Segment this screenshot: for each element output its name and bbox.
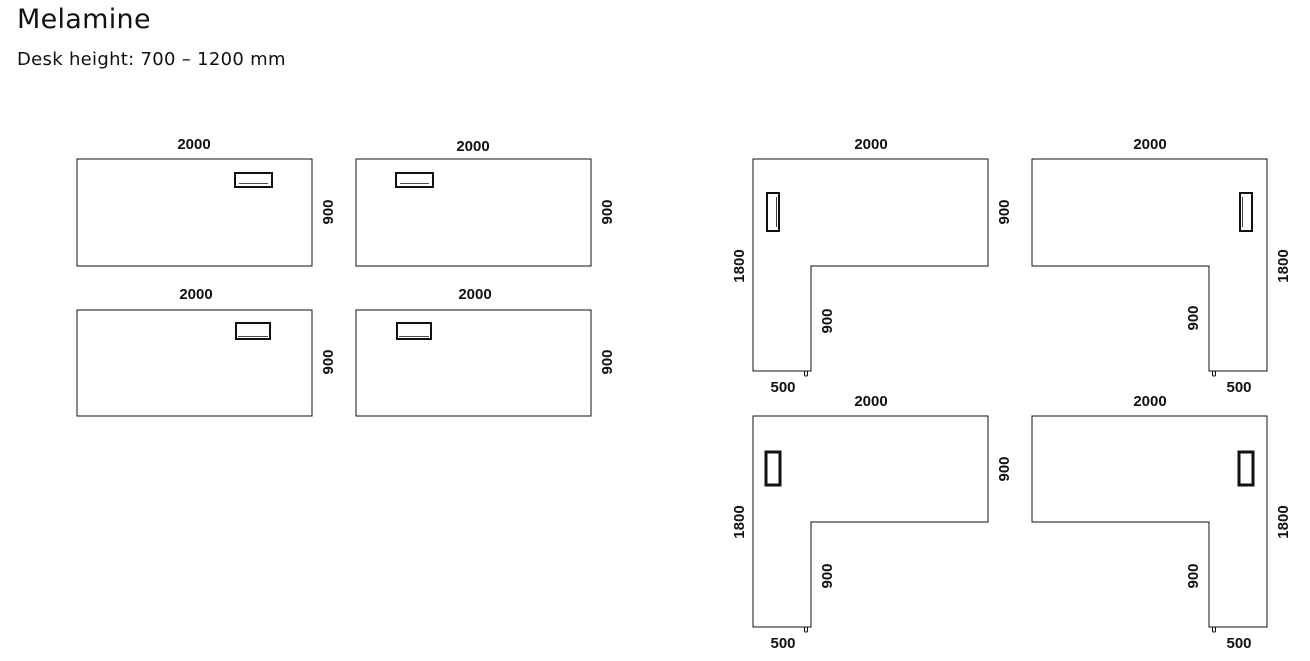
desk-top <box>355 309 592 417</box>
total-depth-label: 1800 <box>1275 249 1292 282</box>
cable-cutout <box>764 450 782 487</box>
corner-desk-1: 2000 900 1800 900 500 <box>731 136 1013 396</box>
cable-cutout <box>396 322 432 340</box>
depth-label: 900 <box>996 456 1013 481</box>
cable-cutout <box>395 172 434 188</box>
total-depth-label: 1800 <box>731 505 748 538</box>
depth-label: 900 <box>599 349 616 374</box>
desk-top <box>355 158 592 267</box>
corner-desk-3: 2000 900 1800 900 500 <box>731 393 1013 652</box>
desk-top <box>1031 415 1268 628</box>
width-label: 2000 <box>1133 136 1166 153</box>
width-label: 2000 <box>458 286 491 303</box>
cable-cutout <box>1237 450 1255 487</box>
desk-top <box>752 415 989 628</box>
straight-desk-1: 2000 900 <box>76 136 337 267</box>
total-depth-label: 1800 <box>1275 505 1292 538</box>
width-label: 2000 <box>1133 393 1166 410</box>
desk-top <box>752 158 989 372</box>
depth-label: 900 <box>599 199 616 224</box>
straight-desk-3: 2000 900 <box>76 286 337 417</box>
depth-label: 900 <box>996 199 1013 224</box>
cable-cutout <box>1239 192 1253 232</box>
cable-cutout <box>766 192 780 232</box>
width-label: 2000 <box>177 136 210 153</box>
leg-foot <box>804 626 808 633</box>
width-label: 2000 <box>854 393 887 410</box>
return-depth-label: 900 <box>819 308 836 333</box>
cable-cutout <box>235 322 271 340</box>
page-subtitle: Desk height: 700 – 1200 mm <box>17 49 286 70</box>
corner-desk-4: 2000 1800 900 500 <box>1031 393 1292 652</box>
corner-desk-2: 2000 1800 900 500 <box>1031 136 1292 396</box>
leg-foot <box>1212 626 1216 633</box>
leg-foot <box>1212 370 1216 377</box>
desk-top <box>76 158 313 267</box>
return-depth-label: 900 <box>819 563 836 588</box>
return-width-label: 500 <box>1226 635 1251 652</box>
return-width-label: 500 <box>770 379 795 396</box>
depth-label: 900 <box>320 199 337 224</box>
width-label: 2000 <box>179 286 212 303</box>
return-depth-label: 900 <box>1185 563 1202 588</box>
total-depth-label: 1800 <box>731 249 748 282</box>
desk-top <box>76 309 313 417</box>
depth-label: 900 <box>320 349 337 374</box>
straight-desk-2: 2000 900 <box>355 138 616 267</box>
return-width-label: 500 <box>770 635 795 652</box>
cable-cutout <box>234 172 273 188</box>
straight-desk-4: 2000 900 <box>355 286 616 417</box>
return-depth-label: 900 <box>1185 305 1202 330</box>
page-title: Melamine <box>17 4 151 35</box>
return-width-label: 500 <box>1226 379 1251 396</box>
width-label: 2000 <box>456 138 489 155</box>
width-label: 2000 <box>854 136 887 153</box>
desk-top <box>1031 158 1268 372</box>
leg-foot <box>804 370 808 377</box>
